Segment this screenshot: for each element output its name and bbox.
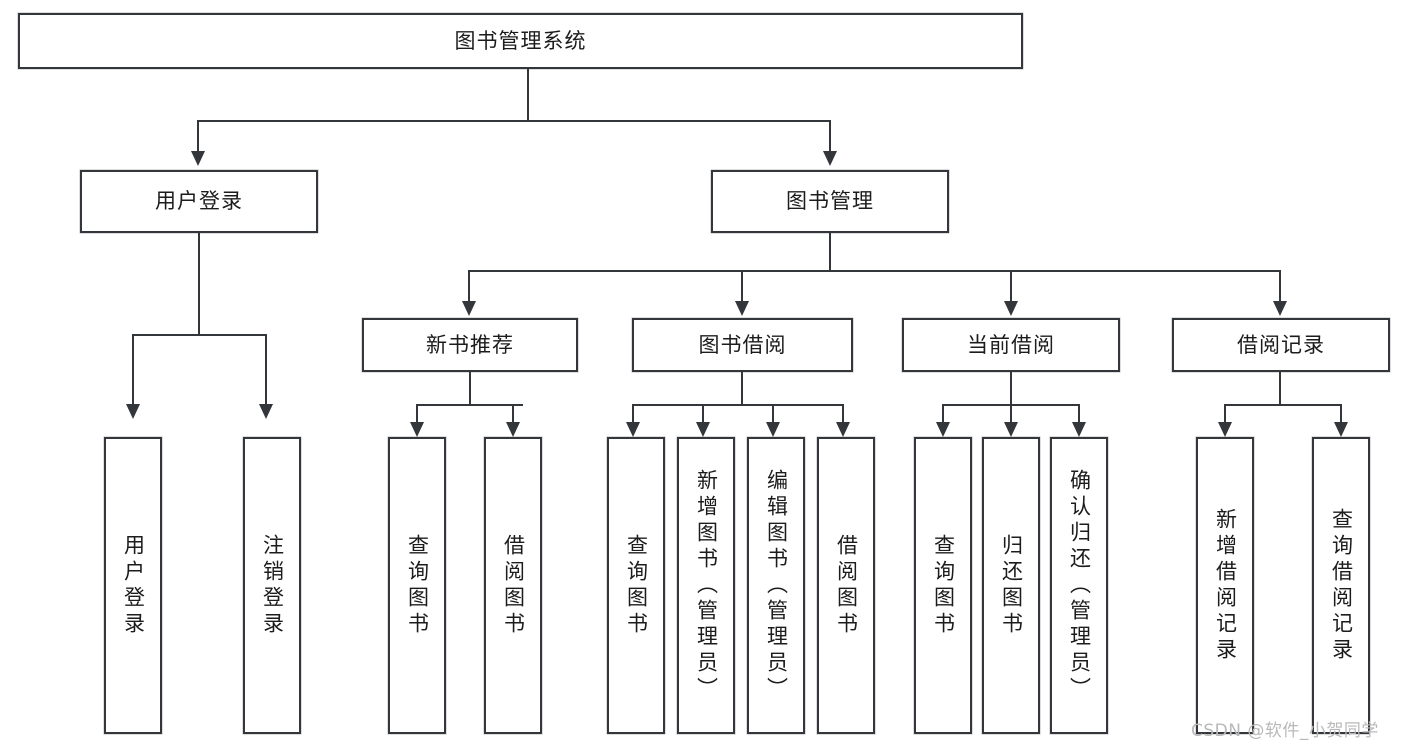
connector-new-book-stem xyxy=(469,372,471,405)
arrowhead-leaf-query-book-1 xyxy=(410,422,424,437)
connector-book-borrow-bus xyxy=(632,404,844,406)
connector-root-stem xyxy=(527,69,529,121)
node-user-login[interactable]: 用户登录 xyxy=(80,170,318,233)
node-leaf-query-book-2[interactable]: 查询图书 xyxy=(607,437,665,734)
node-book-management[interactable]: 图书管理 xyxy=(711,170,949,233)
connector-borrow-record-drop-1 xyxy=(1224,404,1226,424)
connector-user-login-bus xyxy=(132,334,267,336)
arrowhead-book-borrow xyxy=(735,301,749,316)
csdn-watermark: CSDN @软件_小贺同学 xyxy=(1191,721,1379,741)
connector-current-borrow-drop-1 xyxy=(942,404,944,424)
node-leaf-user-login-label: 用户登录 xyxy=(121,533,146,638)
node-leaf-query-record[interactable]: 查询借阅记录 xyxy=(1312,437,1370,734)
node-book-borrow[interactable]: 图书借阅 xyxy=(632,318,853,372)
node-leaf-borrow-book-1-label: 借阅图书 xyxy=(501,533,526,638)
connector-book-borrow-drop-4 xyxy=(842,404,844,424)
arrowhead-leaf-add-book xyxy=(696,422,710,437)
arrowhead-leaf-logout-login xyxy=(259,404,273,419)
connector-user-login-drop-2 xyxy=(265,334,267,406)
node-leaf-add-record-label: 新增借阅记录 xyxy=(1213,507,1238,664)
connector-level2-drop-3 xyxy=(1010,270,1012,303)
node-leaf-query-book-1-label: 查询图书 xyxy=(405,533,430,638)
node-leaf-add-book-label: 新增图书（管理员） xyxy=(694,468,719,703)
arrowhead-new-book-recommend xyxy=(462,301,476,316)
node-leaf-query-book-1[interactable]: 查询图书 xyxy=(388,437,446,734)
connector-new-book-bus xyxy=(416,404,523,406)
node-book-borrow-label: 图书借阅 xyxy=(698,332,787,357)
connector-borrow-record-stem xyxy=(1279,372,1281,405)
connector-user-login-stem xyxy=(198,233,200,335)
node-leaf-edit-book-label: 编辑图书（管理员） xyxy=(764,468,789,703)
arrowhead-leaf-return-book xyxy=(1004,422,1018,437)
node-leaf-borrow-book-2-label: 借阅图书 xyxy=(834,533,859,638)
node-root-label: 图书管理系统 xyxy=(454,28,587,53)
connector-borrow-record-bus xyxy=(1224,404,1341,406)
connector-current-borrow-stem xyxy=(1010,372,1012,405)
connector-borrow-record-drop-2 xyxy=(1340,404,1342,424)
connector-user-login-drop-1 xyxy=(132,334,134,406)
connector-book-management-stem xyxy=(829,233,831,271)
connector-current-borrow-drop-3 xyxy=(1078,404,1080,424)
node-leaf-logout-login-label: 注销登录 xyxy=(260,533,285,638)
arrowhead-leaf-query-record xyxy=(1334,422,1348,437)
arrowhead-borrow-record xyxy=(1273,301,1287,316)
connector-book-borrow-drop-1 xyxy=(632,404,634,424)
connector-book-borrow-drop-3 xyxy=(772,404,774,424)
node-leaf-return-book-label: 归还图书 xyxy=(999,533,1024,638)
arrowhead-user-login xyxy=(191,151,205,166)
arrowhead-leaf-user-login xyxy=(126,404,140,419)
connector-new-book-drop-2 xyxy=(512,404,514,424)
connector-current-borrow-drop-2 xyxy=(1010,404,1012,424)
node-leaf-query-book-2-label: 查询图书 xyxy=(624,533,649,638)
node-leaf-confirm-return-label: 确认归还（管理员） xyxy=(1067,468,1092,703)
node-leaf-edit-book[interactable]: 编辑图书（管理员） xyxy=(747,437,805,734)
node-leaf-query-book-3-label: 查询图书 xyxy=(931,533,956,638)
node-borrow-record-label: 借阅记录 xyxy=(1237,332,1325,357)
connector-level2-drop-4 xyxy=(1279,270,1281,303)
connector-level1-bus xyxy=(197,120,831,122)
connector-book-borrow-drop-2 xyxy=(702,404,704,424)
connector-to-user-login xyxy=(197,120,199,153)
node-user-login-label: 用户登录 xyxy=(155,189,243,214)
node-current-borrow[interactable]: 当前借阅 xyxy=(902,318,1120,372)
arrowhead-leaf-edit-book xyxy=(766,422,780,437)
connector-level2-bus xyxy=(468,270,1280,272)
node-leaf-borrow-book-1[interactable]: 借阅图书 xyxy=(484,437,542,734)
node-borrow-record[interactable]: 借阅记录 xyxy=(1172,318,1390,372)
node-leaf-query-book-3[interactable]: 查询图书 xyxy=(914,437,972,734)
node-leaf-return-book[interactable]: 归还图书 xyxy=(982,437,1040,734)
arrowhead-current-borrow xyxy=(1004,301,1018,316)
connector-level2-drop-2 xyxy=(741,270,743,303)
node-leaf-add-book[interactable]: 新增图书（管理员） xyxy=(677,437,735,734)
node-leaf-confirm-return[interactable]: 确认归还（管理员） xyxy=(1050,437,1108,734)
connector-book-borrow-stem xyxy=(741,372,743,405)
node-leaf-logout-login[interactable]: 注销登录 xyxy=(243,437,301,734)
node-book-management-label: 图书管理 xyxy=(786,189,874,214)
arrowhead-leaf-query-book-3 xyxy=(936,422,950,437)
connector-new-book-drop-1 xyxy=(416,404,418,424)
node-leaf-query-record-label: 查询借阅记录 xyxy=(1329,507,1354,664)
arrowhead-leaf-confirm-return xyxy=(1072,422,1086,437)
node-current-borrow-label: 当前借阅 xyxy=(967,332,1055,357)
connector-to-book-management xyxy=(829,120,831,153)
arrowhead-book-management xyxy=(823,151,837,166)
arrowhead-leaf-query-book-2 xyxy=(626,422,640,437)
node-root[interactable]: 图书管理系统 xyxy=(18,13,1023,69)
node-leaf-add-record[interactable]: 新增借阅记录 xyxy=(1196,437,1254,734)
connector-level2-drop-1 xyxy=(468,270,470,303)
node-new-book-recommend-label: 新书推荐 xyxy=(426,332,514,357)
node-new-book-recommend[interactable]: 新书推荐 xyxy=(362,318,578,372)
node-leaf-user-login[interactable]: 用户登录 xyxy=(104,437,162,734)
arrowhead-leaf-add-record xyxy=(1218,422,1232,437)
arrowhead-leaf-borrow-book-1 xyxy=(506,422,520,437)
node-leaf-borrow-book-2[interactable]: 借阅图书 xyxy=(817,437,875,734)
arrowhead-leaf-borrow-book-2 xyxy=(836,422,850,437)
